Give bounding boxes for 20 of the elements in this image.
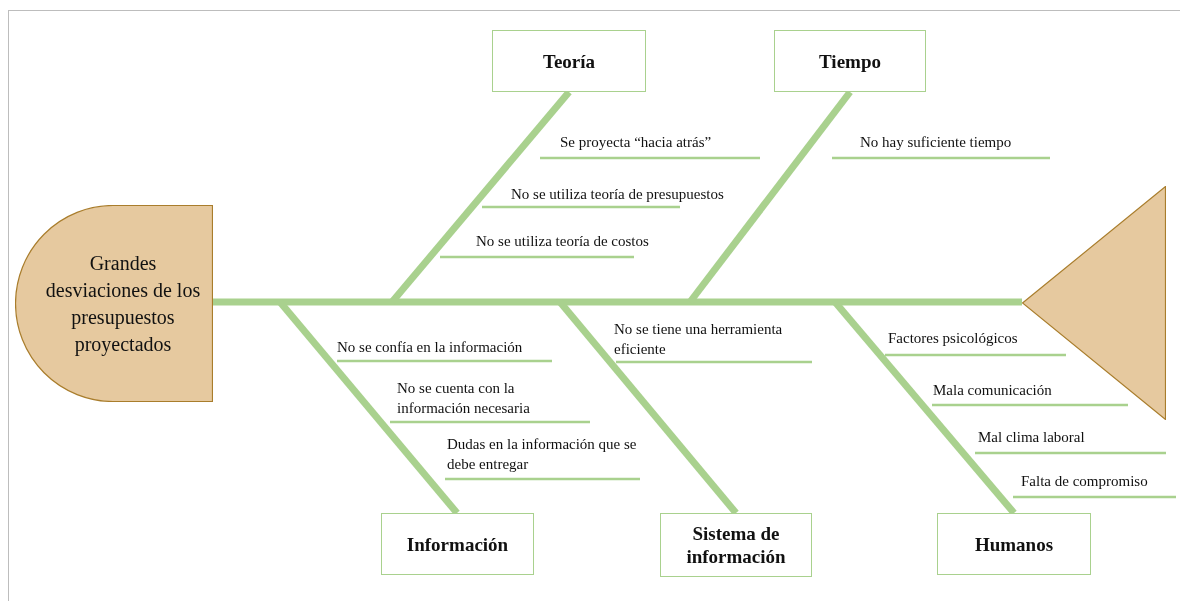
cause-text: No se cuenta con la información necesaria xyxy=(397,379,531,418)
category-box: Teoría xyxy=(492,30,646,92)
cause-text: No hay suficiente tiempo xyxy=(860,133,1013,152)
category-box: Tiempo xyxy=(774,30,926,92)
cause-text: No se utiliza teoría de presupuestos xyxy=(511,185,725,204)
cause-text: Se proyecta “hacia atrás” xyxy=(560,133,713,152)
cause-text: No se utiliza teoría de costos xyxy=(476,232,650,251)
cause-text: Mal clima laboral xyxy=(978,428,1086,447)
spine-line xyxy=(213,298,1022,306)
category-box: Información xyxy=(381,513,534,575)
cause-text: No se confía en la información xyxy=(337,338,524,357)
cause-text: Dudas en la información que se debe entregar xyxy=(447,435,637,474)
cause-text: Falta de compromiso xyxy=(1021,472,1149,491)
category-box: Sistema de información xyxy=(660,513,812,577)
category-box: Humanos xyxy=(937,513,1091,575)
fish-head-shape xyxy=(15,205,213,402)
cause-text: Factores psicológicos xyxy=(888,329,1019,348)
cause-text: Mala comunicación xyxy=(933,381,1053,400)
cause-text: No se tiene una herramienta eficiente xyxy=(614,320,784,359)
problem-text: Grandes desviaciones de los presupuestos proyectados xyxy=(44,250,202,358)
